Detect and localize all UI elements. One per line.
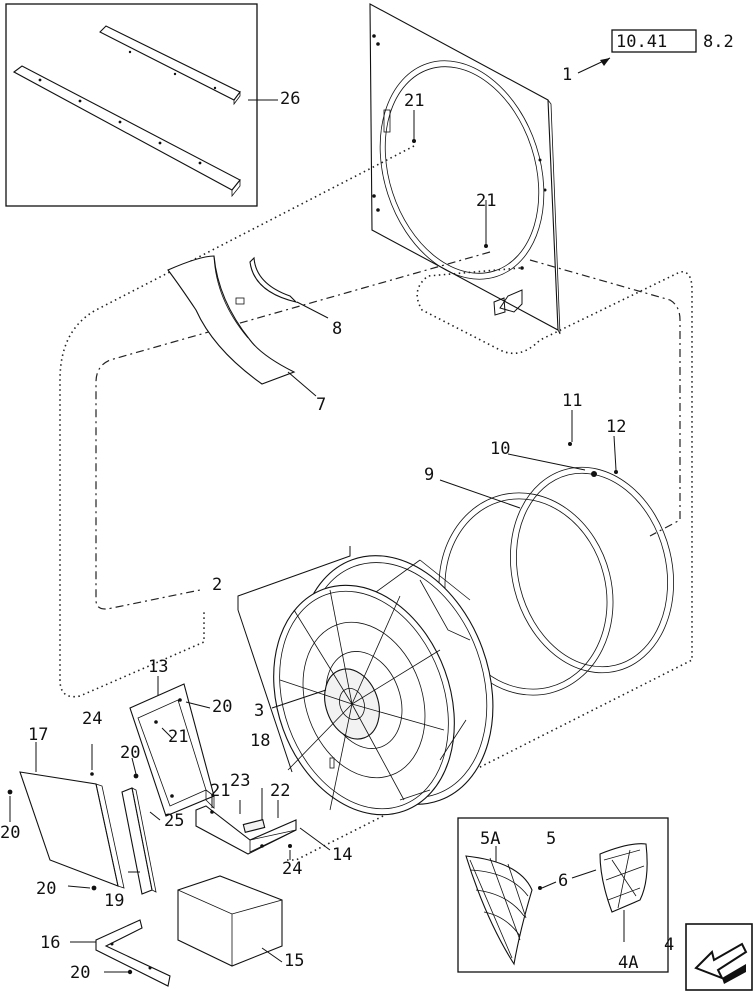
callout-20-upper: 20: [120, 743, 140, 763]
fan-ring-10: [510, 466, 674, 674]
callout-10: 10: [490, 439, 510, 459]
callout-2: 2: [212, 575, 222, 595]
callout-11: 11: [562, 391, 582, 411]
fan-assembly-2: [273, 555, 494, 816]
callout-15: 15: [284, 951, 304, 971]
callout-labels: 10.41 8.2 1 2 3 4 4A 5 5A 6 7 8 9 10 11 …: [0, 32, 734, 983]
callout-3: 3: [254, 701, 264, 721]
callout-23: 23: [230, 771, 250, 791]
callout-24-right: 24: [282, 859, 302, 879]
callout-7: 7: [316, 395, 326, 415]
cover-15: [177, 875, 283, 967]
reference-box: [611, 29, 697, 53]
callout-1: 1: [562, 65, 572, 85]
callout-21-panel: 21: [168, 727, 188, 747]
inset-bars-26: [5, 3, 278, 207]
callout-20-left: 20: [0, 823, 20, 843]
bracket-14: [195, 805, 297, 855]
bracket-16: [95, 919, 171, 987]
shroud-segment-7: [167, 255, 296, 385]
callout-12: 12: [606, 417, 626, 437]
callout-20-right: 20: [212, 697, 232, 717]
shroud-plate-1: [369, 3, 561, 335]
bracket-panel-13: [129, 683, 215, 817]
callout-8: 8: [332, 319, 342, 339]
reference-suffix: 8.2: [703, 32, 734, 52]
callout-4a: 4A: [618, 953, 638, 973]
callout-22: 22: [270, 781, 290, 801]
callout-24-left: 24: [82, 709, 102, 729]
previous-page-arrow-icon[interactable]: [685, 923, 753, 991]
callout-25: 25: [164, 811, 184, 831]
callout-26: 26: [280, 89, 300, 109]
callout-5: 5: [546, 829, 556, 849]
callout-21-bracket: 21: [210, 781, 230, 801]
short-bar: [99, 25, 241, 101]
inset-guards-4-5: [457, 817, 669, 973]
callout-4: 4: [664, 935, 674, 955]
callout-9: 9: [424, 465, 434, 485]
callout-21-plate: 21: [476, 191, 496, 211]
callout-20-bottom: 20: [70, 963, 90, 983]
callout-14: 14: [332, 845, 352, 865]
callout-21-top: 21: [404, 91, 424, 111]
reference-number: 10.41: [616, 32, 667, 52]
callout-19: 19: [104, 891, 124, 911]
retaining-band-8: [249, 256, 298, 303]
callout-5a: 5A: [480, 829, 500, 849]
callout-6: 6: [558, 871, 568, 891]
callout-17: 17: [28, 725, 48, 745]
callout-16: 16: [40, 933, 60, 953]
side-panel-17: [19, 771, 125, 889]
callout-13: 13: [148, 657, 168, 677]
callout-18: 18: [250, 731, 270, 751]
callout-20-mid: 20: [36, 879, 56, 899]
strip-19: [121, 787, 157, 895]
